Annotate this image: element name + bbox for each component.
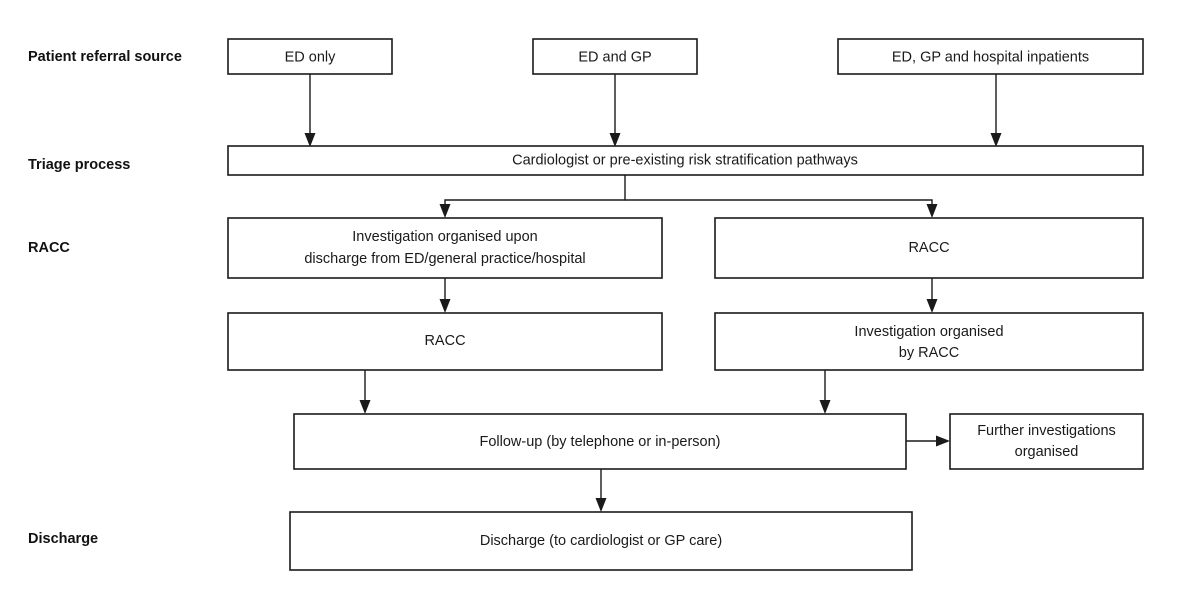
arrow-head-icon <box>926 299 938 313</box>
node-discharge-label: Discharge (to cardiologist or GP care) <box>480 533 722 549</box>
node-investigation-by-racc-line1: Investigation organised <box>854 324 1003 340</box>
node-investigation-on-discharge-line1: Investigation organised upon <box>352 229 537 245</box>
node-investigation-by-racc-line2: by RACC <box>899 345 959 361</box>
arrow-head-icon <box>819 400 831 414</box>
edge-follow-up-to-discharge <box>595 469 607 512</box>
arrow-head-icon <box>359 400 371 414</box>
arrow-head-icon <box>936 435 950 447</box>
arrow-head-icon <box>595 498 607 512</box>
edge-triage-split <box>439 175 938 218</box>
arrow-head-icon <box>609 133 621 147</box>
node-ed-gp-hospital-inpatients-label: ED, GP and hospital inpatients <box>892 50 1089 66</box>
node-ed-only-label: ED only <box>285 50 337 66</box>
node-discharge[interactable]: Discharge (to cardiologist or GP care) <box>289 511 913 571</box>
node-ed-and-gp[interactable]: ED and GP <box>532 38 698 75</box>
arrow-head-icon <box>439 204 451 218</box>
arrow-head-icon <box>439 299 451 313</box>
edge-ed-gp-hospital-to-triage <box>990 74 1002 147</box>
node-ed-gp-hospital-inpatients[interactable]: ED, GP and hospital inpatients <box>837 38 1144 75</box>
arrow-head-icon <box>990 133 1002 147</box>
node-investigation-by-racc[interactable]: Investigation organised by RACC <box>714 312 1144 371</box>
stage-label-triage-process: Triage process <box>28 157 130 173</box>
arrow-head-icon <box>304 133 316 147</box>
node-follow-up-label: Follow-up (by telephone or in-person) <box>480 434 721 450</box>
edge-investigation-by-racc-to-follow-up <box>819 370 831 414</box>
node-investigation-on-discharge-line2: discharge from ED/general practice/hospi… <box>304 251 585 267</box>
edge-ed-only-to-triage <box>304 74 316 147</box>
node-triage[interactable]: Cardiologist or pre-existing risk strati… <box>227 145 1144 176</box>
stage-label-discharge: Discharge <box>28 531 98 547</box>
stage-label-racc: RACC <box>28 240 70 256</box>
node-investigation-on-discharge[interactable]: Investigation organised upon discharge f… <box>227 217 663 279</box>
edge-follow-up-to-further-investigations <box>906 435 950 447</box>
edge-racc-left-to-follow-up <box>359 370 371 414</box>
stage-label-patient-referral-source: Patient referral source <box>28 49 182 65</box>
node-further-investigations[interactable]: Further investigations organised <box>949 413 1144 470</box>
edge-investigation-on-discharge-to-racc-left <box>439 278 451 313</box>
node-further-investigations-line2: organised <box>1015 444 1079 460</box>
node-follow-up[interactable]: Follow-up (by telephone or in-person) <box>293 413 907 470</box>
node-further-investigations-line1: Further investigations <box>977 423 1116 439</box>
node-ed-and-gp-label: ED and GP <box>578 50 651 66</box>
node-racc-left[interactable]: RACC <box>227 312 663 371</box>
edge-ed-and-gp-to-triage <box>609 74 621 147</box>
node-racc-right[interactable]: RACC <box>714 217 1144 279</box>
node-racc-left-label: RACC <box>424 333 465 349</box>
node-triage-label: Cardiologist or pre-existing risk strati… <box>512 153 858 169</box>
node-racc-right-label: RACC <box>908 240 949 256</box>
edge-racc-right-to-investigation-by-racc <box>926 278 938 313</box>
arrow-head-icon <box>926 204 938 218</box>
node-ed-only[interactable]: ED only <box>227 38 393 75</box>
